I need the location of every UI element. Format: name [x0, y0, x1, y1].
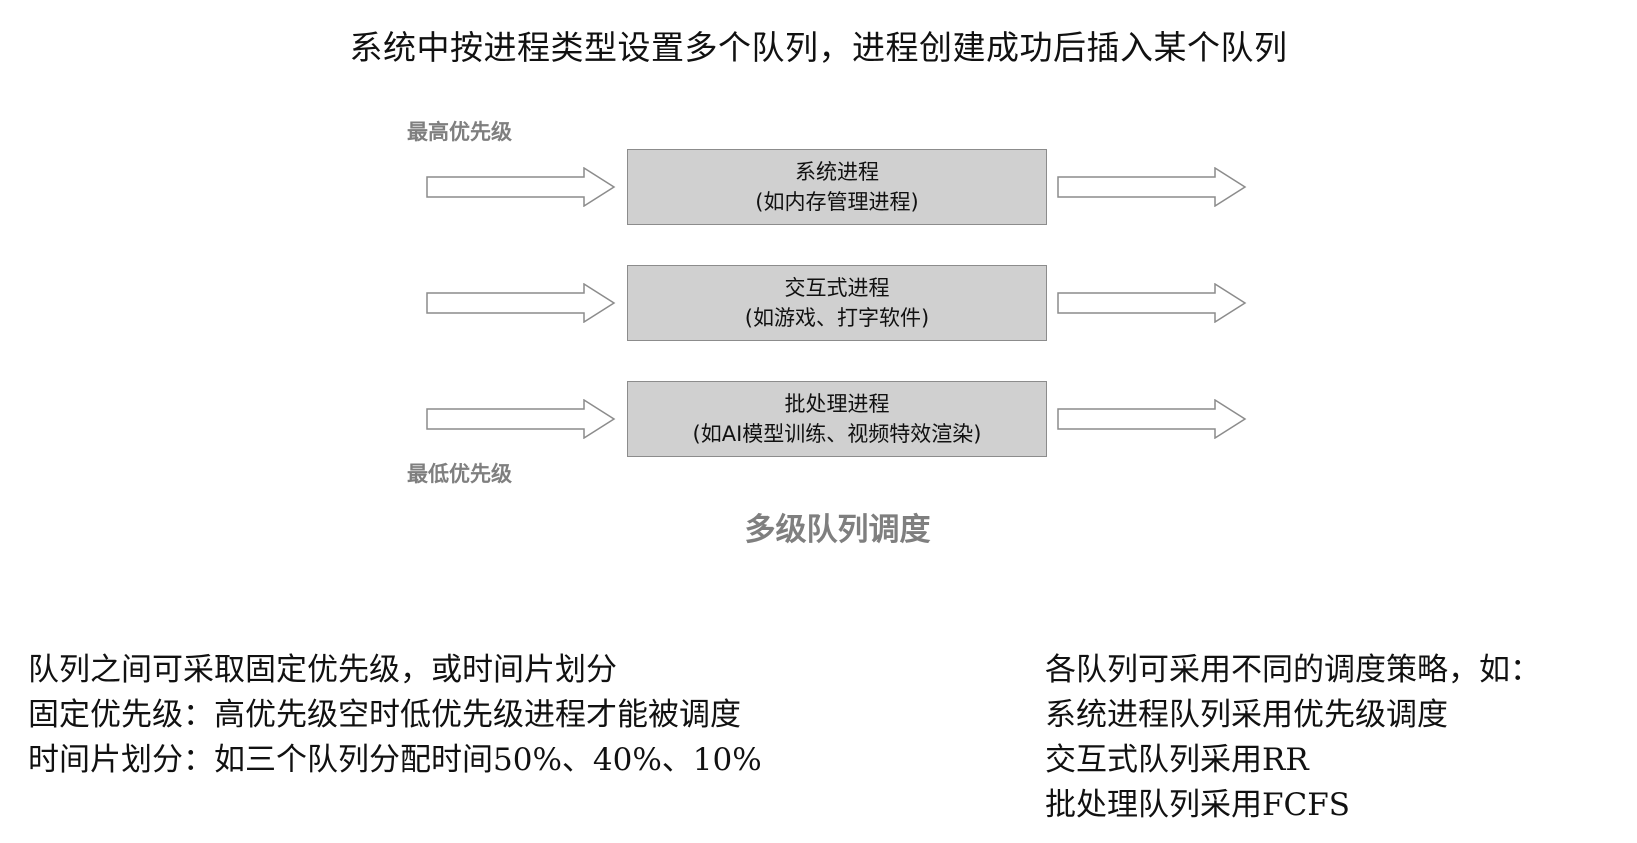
- queue-name: 交互式进程: [784, 276, 890, 300]
- note-line: 交互式队列采用RR: [1045, 742, 1309, 778]
- highest-priority-label: 最高优先级: [407, 120, 512, 144]
- queue-example: (如AI模型训练、视频特效渲染): [692, 422, 982, 446]
- queue-box-interactive: 交互式进程 (如游戏、打字软件): [627, 265, 1047, 341]
- note-line: 系统进程队列采用优先级调度: [1045, 697, 1448, 733]
- queue-name: 系统进程: [795, 160, 879, 184]
- note-line: 时间片划分：如三个队列分配时间50%、40%、10%: [28, 742, 762, 778]
- queue-row-batch: 批处理进程 (如AI模型训练、视频特效渲染): [0, 381, 1637, 459]
- slide-title: 系统中按进程类型设置多个队列，进程创建成功后插入某个队列: [349, 28, 1288, 67]
- note-line: 各队列可采用不同的调度策略，如：: [1045, 652, 1541, 688]
- incoming-arrow-icon: [426, 283, 616, 323]
- queue-example: (如内存管理进程): [755, 190, 919, 214]
- diagram-caption: 多级队列调度: [744, 512, 931, 548]
- incoming-arrow-icon: [426, 399, 616, 439]
- note-line: 批处理队列采用FCFS: [1045, 787, 1350, 823]
- scheduling-between-queues-notes: 队列之间可采取固定优先级，或时间片划分 固定优先级：高优先级空时低优先级进程才能…: [28, 648, 762, 783]
- queue-row-interactive: 交互式进程 (如游戏、打字软件): [0, 265, 1637, 343]
- queue-row-system: 系统进程 (如内存管理进程): [0, 149, 1637, 227]
- lowest-priority-label: 最低优先级: [407, 462, 512, 486]
- note-line: 队列之间可采取固定优先级，或时间片划分: [28, 652, 617, 688]
- per-queue-policy-notes: 各队列可采用不同的调度策略，如： 系统进程队列采用优先级调度 交互式队列采用RR…: [1045, 648, 1541, 828]
- incoming-arrow-icon: [426, 167, 616, 207]
- outgoing-arrow-icon: [1057, 399, 1247, 439]
- note-line: 固定优先级：高优先级空时低优先级进程才能被调度: [28, 697, 741, 733]
- queue-box-system: 系统进程 (如内存管理进程): [627, 149, 1047, 225]
- outgoing-arrow-icon: [1057, 283, 1247, 323]
- queue-name: 批处理进程: [784, 392, 890, 416]
- queue-example: (如游戏、打字软件): [744, 306, 930, 330]
- queue-box-batch: 批处理进程 (如AI模型训练、视频特效渲染): [627, 381, 1047, 457]
- outgoing-arrow-icon: [1057, 167, 1247, 207]
